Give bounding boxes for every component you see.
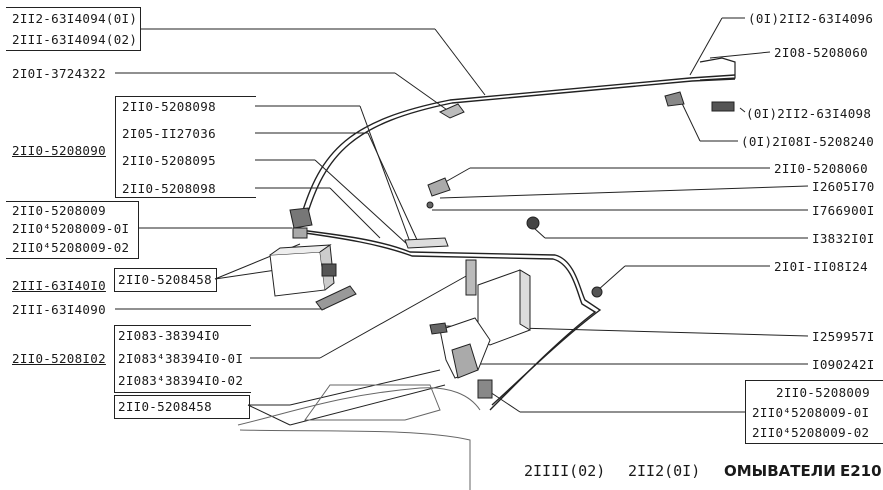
label-2112-63i4096: (0I)2II2-63I4096 <box>748 11 874 26</box>
label-2112-63i4098: (0I)2II2-63I4098 <box>746 106 872 121</box>
label-2110-5208009-01-a: 2II0⁴5208009-0I <box>12 221 130 236</box>
label-2101-3724322: 2I0I-3724322 <box>12 66 106 81</box>
bracket-top-left <box>6 7 141 51</box>
label-21083-3839410-02: 2I083⁴38394I0-02 <box>118 373 244 388</box>
label-2105-1127036: 2I05-II27036 <box>122 126 216 141</box>
label-2110-5208009-a: 2II0-5208009 <box>12 203 106 218</box>
label-21083-3839410: 2I083-38394I0 <box>118 328 220 343</box>
footer-code: E210 <box>840 462 882 480</box>
footer-title: ОМЫВАТЕЛИ <box>724 462 836 480</box>
label-2111-63i4094: 2III-63I4094(02) <box>12 32 138 47</box>
label-12605170: I2605I70 <box>812 179 875 194</box>
label-2110-5208060: 2II0-5208060 <box>774 161 868 176</box>
washer-pump-left <box>269 207 357 311</box>
label-21083-3839410-01: 2I083⁴38394I0-0I <box>118 351 244 366</box>
bracket-2110-5208458-b <box>114 395 250 419</box>
label-2111-63i4090: 2III-63I4090 <box>12 302 106 317</box>
label-2110-5208009-01-b: 2II0⁴5208009-0I <box>752 405 870 420</box>
label-2108-5208240: (0I)2I08I-5208240 <box>741 134 875 149</box>
label-2110-5208095: 2II0-5208095 <box>122 153 216 168</box>
label-2110-5208458-b: 2II0-5208458 <box>118 399 212 414</box>
label-2110-5208009-b: 2II0-5208009 <box>776 385 870 400</box>
bracket-2110-5208458-a <box>114 268 217 292</box>
label-2111-63i4010: 2III-63I40I0 <box>12 278 106 293</box>
label-2110-5208098-a: 2II0-5208098 <box>122 99 216 114</box>
label-2101-1108124: 2I0I-II08I24 <box>774 259 868 274</box>
label-2110-5208090: 2II0-5208090 <box>12 143 106 158</box>
footer-models: 2IIII(02) <box>524 462 606 480</box>
bracket-2110-5208102 <box>114 325 251 393</box>
bracket-2110-5208009-left <box>6 201 139 259</box>
washer-hoses <box>299 74 736 411</box>
label-13832101: I3832I0I <box>812 231 875 246</box>
bracket-2110-5208090 <box>115 96 256 198</box>
label-10902421: I090242I <box>812 357 875 372</box>
car-body-outline <box>237 384 481 490</box>
label-2110-5208458-a: 2II0-5208458 <box>118 272 212 287</box>
bracket-2110-5208009-right <box>745 380 883 444</box>
label-17669001: I766900I <box>812 203 875 218</box>
label-2110-5208098-b: 2II0-5208098 <box>122 181 216 196</box>
label-2108-5208060: 2I08-5208060 <box>774 45 868 60</box>
footer-model2: 2II2(0I) <box>628 462 701 480</box>
label-2110-5208009-02-b: 2II0⁴5208009-02 <box>752 425 870 440</box>
label-2110-5208009-02-a: 2II0⁴5208009-02 <box>12 240 130 255</box>
nozzle-parts <box>404 57 736 298</box>
label-12599571: I259957I <box>812 329 875 344</box>
label-2110-5208102: 2II0-5208I02 <box>12 351 106 366</box>
label-2112-63i4094: 2II2-63I4094(0I) <box>12 11 138 26</box>
washer-reservoir <box>429 259 531 399</box>
